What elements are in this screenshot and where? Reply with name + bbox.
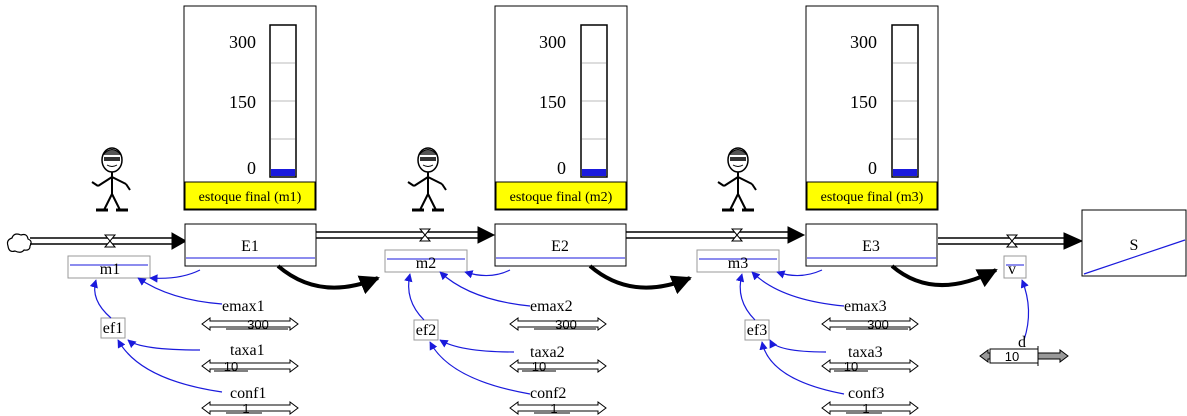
gauge-tick: 0 bbox=[247, 158, 256, 178]
aux-ef3[interactable]: ef3 bbox=[744, 319, 770, 341]
param-label: conf2 bbox=[530, 385, 566, 402]
slider-emax2[interactable]: 300 bbox=[509, 317, 607, 332]
gauge-m2: 300 150 0 estoque final (m2) bbox=[494, 5, 628, 211]
slider-value: 1 bbox=[862, 401, 869, 416]
flow-v[interactable]: v bbox=[1003, 255, 1027, 279]
gauge-tick: 0 bbox=[557, 158, 566, 178]
valve-icon[interactable] bbox=[104, 234, 116, 248]
person-icon bbox=[406, 146, 448, 212]
slider-value: 10 bbox=[844, 359, 858, 374]
param-label: emax2 bbox=[530, 298, 573, 315]
person-icon bbox=[90, 146, 132, 212]
param-label: taxa1 bbox=[230, 342, 265, 359]
stock-e2[interactable]: E2 bbox=[494, 223, 627, 267]
stock-label: E2 bbox=[551, 238, 569, 255]
valve-icon[interactable] bbox=[731, 228, 743, 242]
slider-value: 10 bbox=[1005, 349, 1019, 364]
aux-ef1[interactable]: ef1 bbox=[100, 317, 126, 339]
stock-e3[interactable]: E3 bbox=[805, 223, 938, 267]
gauge-caption: estoque final (m2) bbox=[510, 190, 613, 205]
aux-ef2[interactable]: ef2 bbox=[413, 319, 439, 341]
flow-m1[interactable]: m1 bbox=[67, 255, 151, 279]
slider-taxa3[interactable]: 10 bbox=[821, 359, 919, 374]
param-label: conf1 bbox=[230, 385, 266, 402]
param-label: emax1 bbox=[222, 298, 265, 315]
stock-label: S bbox=[1130, 237, 1139, 254]
gauge-level-bar bbox=[893, 169, 917, 176]
slider-d[interactable]: 10 bbox=[979, 346, 1069, 366]
aux-label: ef3 bbox=[747, 322, 767, 339]
valve-icon[interactable] bbox=[1006, 234, 1018, 248]
gauge-tick: 300 bbox=[850, 32, 877, 52]
param-label: taxa2 bbox=[530, 344, 565, 361]
gauge-tick: 300 bbox=[229, 32, 256, 52]
slider-value: 300 bbox=[247, 317, 269, 332]
aux-label: ef2 bbox=[416, 322, 436, 339]
gauge-m1: 300 150 0 estoque final (m1) bbox=[183, 5, 317, 211]
slider-emax1[interactable]: 300 bbox=[201, 317, 299, 332]
flow-label: v bbox=[1008, 261, 1016, 278]
gauge-tick: 300 bbox=[539, 32, 566, 52]
slider-value: 1 bbox=[550, 401, 557, 416]
gauge-m3: 300 150 0 estoque final (m3) bbox=[805, 5, 939, 211]
param-label: conf3 bbox=[848, 385, 884, 402]
flow-label: m3 bbox=[728, 255, 748, 272]
param-label: emax3 bbox=[844, 298, 887, 315]
slider-value: 1 bbox=[242, 401, 249, 416]
gauge-tick: 150 bbox=[539, 92, 566, 112]
stock-e1[interactable]: E1 bbox=[184, 223, 317, 267]
slider-conf2[interactable]: 1 bbox=[509, 401, 607, 416]
aux-label: ef1 bbox=[103, 320, 123, 337]
flow-label: m2 bbox=[416, 255, 436, 272]
param-label: d bbox=[1018, 334, 1026, 351]
param-label: taxa3 bbox=[848, 344, 883, 361]
person-icon bbox=[716, 146, 758, 212]
gauge-tick: 0 bbox=[868, 158, 877, 178]
slider-value: 300 bbox=[555, 317, 577, 332]
gauge-tick: 150 bbox=[850, 92, 877, 112]
flow-label: m1 bbox=[100, 261, 120, 278]
slider-conf1[interactable]: 1 bbox=[201, 401, 299, 416]
flow-m2[interactable]: m2 bbox=[384, 249, 468, 273]
gauge-caption: estoque final (m1) bbox=[199, 190, 302, 205]
slider-value: 10 bbox=[224, 359, 238, 374]
cloud-icon bbox=[6, 233, 32, 253]
main-flow-pipes bbox=[30, 226, 1084, 250]
influence-links bbox=[89, 269, 1030, 395]
slider-taxa2[interactable]: 10 bbox=[509, 359, 607, 374]
gauge-tick: 150 bbox=[229, 92, 256, 112]
stock-label: E1 bbox=[241, 238, 259, 255]
gauge-caption: estoque final (m3) bbox=[821, 190, 924, 205]
gauge-level-bar bbox=[582, 169, 606, 176]
stock-label: E3 bbox=[862, 238, 880, 255]
stock-s[interactable]: S bbox=[1081, 209, 1187, 277]
gauge-level-bar bbox=[271, 169, 295, 176]
flow-m3[interactable]: m3 bbox=[696, 249, 780, 273]
slider-emax3[interactable]: 300 bbox=[821, 317, 919, 332]
feedback-arcs bbox=[276, 264, 998, 295]
slider-conf3[interactable]: 1 bbox=[821, 401, 919, 416]
slider-value: 300 bbox=[867, 317, 889, 332]
slider-value: 10 bbox=[532, 359, 546, 374]
slider-taxa1[interactable]: 10 bbox=[201, 359, 299, 374]
valve-icon[interactable] bbox=[419, 228, 431, 242]
